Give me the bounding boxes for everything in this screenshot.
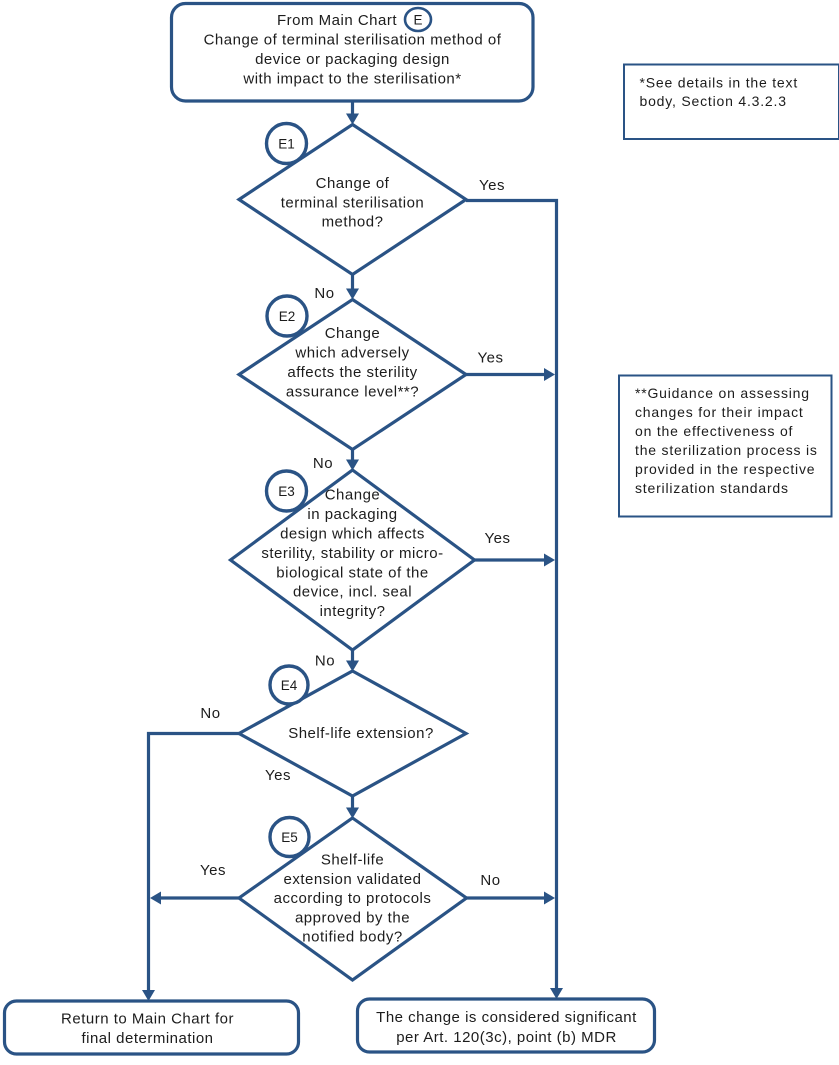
svg-text:provided in the respective: provided in the respective — [635, 461, 815, 477]
svg-text:approved by the: approved by the — [295, 909, 410, 926]
svg-text:Shelf-life: Shelf-life — [321, 852, 384, 869]
svg-text:E3: E3 — [278, 484, 295, 499]
svg-text:biological state of the: biological state of the — [276, 564, 428, 581]
svg-text:No: No — [200, 705, 220, 722]
svg-text:Yes: Yes — [485, 530, 511, 547]
svg-text:E5: E5 — [281, 830, 298, 845]
svg-text:affects the sterility: affects the sterility — [287, 364, 417, 381]
svg-text:No: No — [313, 455, 333, 472]
svg-text:Shelf-life extension?: Shelf-life extension? — [288, 725, 434, 742]
svg-text:body, Section 4.3.2.3: body, Section 4.3.2.3 — [640, 93, 787, 109]
svg-text:terminal sterilisation: terminal sterilisation — [281, 195, 425, 212]
svg-text:Change of terminal sterilisati: Change of terminal sterilisation method … — [204, 32, 502, 49]
svg-text:**Guidance on assessing: **Guidance on assessing — [635, 385, 810, 401]
svg-text:No: No — [480, 872, 500, 889]
svg-text:on the effectiveness of: on the effectiveness of — [635, 423, 793, 439]
svg-text:sterilization standards: sterilization standards — [635, 480, 789, 496]
svg-text:in packaging: in packaging — [307, 506, 397, 523]
svg-text:method?: method? — [322, 214, 384, 231]
svg-text:design which affects: design which affects — [280, 526, 425, 543]
svg-text:*See details in the text: *See details in the text — [640, 75, 799, 91]
svg-text:assurance level**?: assurance level**? — [286, 383, 419, 400]
svg-text:device, incl. seal: device, incl. seal — [293, 584, 412, 601]
svg-text:final determination: final determination — [81, 1030, 213, 1047]
svg-text:notified body?: notified body? — [302, 929, 402, 946]
svg-text:Change: Change — [325, 487, 381, 504]
svg-text:Change: Change — [325, 325, 381, 342]
svg-text:E2: E2 — [279, 309, 296, 324]
svg-text:device or packaging design: device or packaging design — [255, 51, 450, 68]
svg-text:E: E — [413, 13, 422, 28]
svg-text:according to protocols: according to protocols — [274, 890, 432, 907]
svg-text:E1: E1 — [278, 137, 295, 152]
svg-text:Yes: Yes — [200, 862, 226, 879]
svg-text:per Art. 120(3c), point (b) MD: per Art. 120(3c), point (b) MDR — [396, 1029, 617, 1046]
svg-text:No: No — [315, 653, 335, 670]
svg-text:Yes: Yes — [479, 177, 505, 194]
svg-text:The change is considered signi: The change is considered significant — [376, 1009, 637, 1026]
svg-text:integrity?: integrity? — [320, 603, 386, 620]
svg-text:the sterilization process is: the sterilization process is — [635, 442, 818, 458]
svg-text:No: No — [314, 285, 334, 302]
svg-text:Yes: Yes — [265, 767, 291, 784]
svg-text:extension validated: extension validated — [284, 871, 422, 888]
svg-text:which adversely: which adversely — [294, 345, 409, 362]
svg-text:sterility, stability or micro-: sterility, stability or micro- — [261, 545, 443, 562]
svg-text:E4: E4 — [281, 678, 298, 693]
svg-text:Yes: Yes — [478, 350, 504, 367]
svg-text:Return to Main Chart for: Return to Main Chart for — [61, 1011, 234, 1028]
svg-text:Change of: Change of — [316, 175, 390, 192]
svg-text:changes for their impact: changes for their impact — [635, 404, 804, 420]
svg-text:with impact to the sterilisati: with impact to the sterilisation* — [242, 71, 461, 88]
svg-text:From Main Chart: From Main Chart — [277, 12, 397, 29]
